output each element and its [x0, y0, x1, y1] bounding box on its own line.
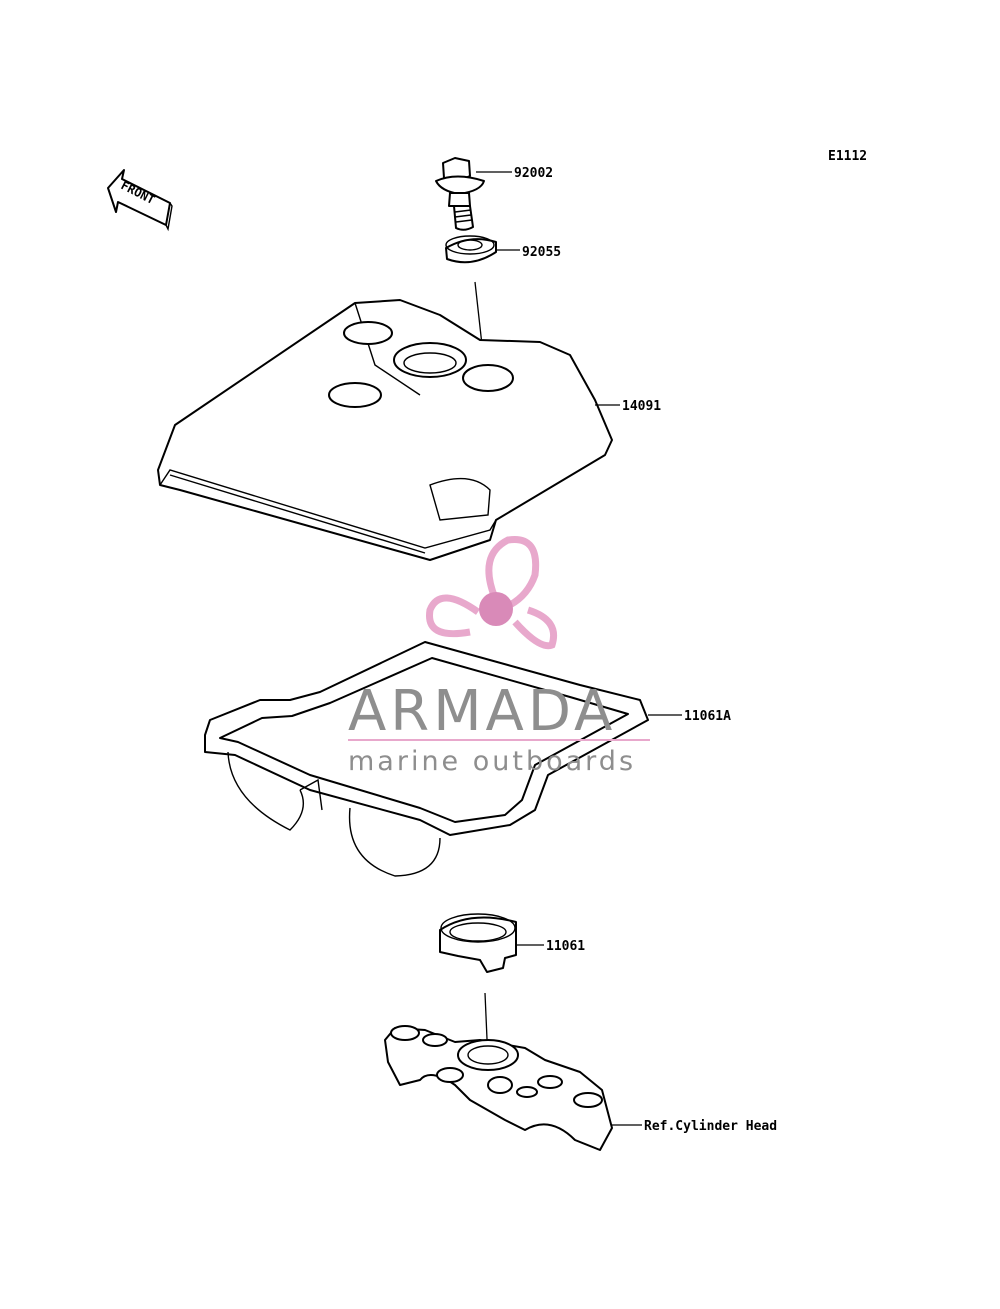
front-arrow-icon: FRONT: [107, 169, 173, 232]
part-label-92002: 92002: [514, 166, 553, 181]
plug-seal-11061[interactable]: [439, 913, 544, 1063]
part-label-92055: 92055: [522, 245, 561, 260]
part-label-11061A: 11061A: [684, 709, 731, 724]
armada-logo-icon: [426, 535, 557, 650]
part-label-cylinder-head: Ref.Cylinder Head: [644, 1119, 777, 1134]
part-label-14091: 14091: [622, 399, 661, 414]
watermark-tagline: marine outboards: [348, 746, 636, 777]
head-cover-14091[interactable]: [157, 299, 620, 561]
diagram-code: E1112: [828, 149, 867, 164]
part-label-11061: 11061: [546, 939, 585, 954]
watermark-brand: ARMADA: [348, 679, 616, 744]
cylinder-head-ref[interactable]: [384, 1025, 642, 1151]
bolt-92002[interactable]: [435, 157, 512, 231]
